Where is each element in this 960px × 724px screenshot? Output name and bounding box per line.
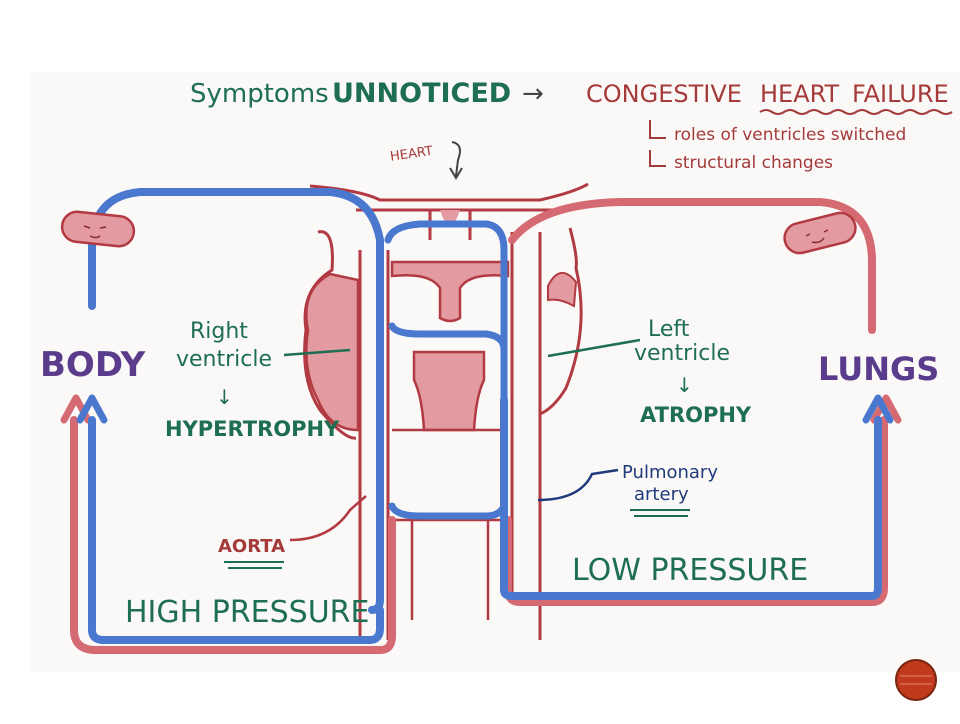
right-ventricle-arrow: ↓ — [216, 385, 233, 409]
blue-arrow-lungs — [862, 394, 894, 424]
subpoint-1: roles of ventricles switched — [674, 125, 906, 145]
right-ventricle-label-line1: Right — [190, 319, 248, 344]
subpoint-bracket-2 — [649, 150, 666, 167]
subpoint-bracket-1 — [649, 120, 666, 139]
aorta-underline — [224, 561, 284, 569]
blue-systemic-loop — [88, 416, 384, 644]
body-cell-icon — [60, 210, 136, 248]
slide-corner-badge — [895, 659, 937, 701]
left-ventricle-arrow: ↓ — [676, 373, 693, 397]
heart-pointer-arrow — [449, 141, 463, 180]
pulmonary-label-line2: artery — [634, 484, 689, 505]
heart-structure — [283, 182, 641, 640]
headline-heart: HEART — [760, 80, 840, 108]
subpoint-2: structural changes — [674, 153, 833, 173]
high-pressure-label: HIGH PRESSURE — [125, 595, 369, 630]
left-ventricle-label-line2: ventricle — [634, 341, 730, 366]
left-ventricle-label-line1: Left — [648, 317, 690, 342]
headline-failure: FAILURE — [852, 80, 949, 108]
headline-unnoticed: UNNOTICED — [332, 78, 511, 109]
lungs-cell-icon — [783, 211, 857, 255]
blue-vessel-lungs-loop — [500, 396, 882, 600]
blue-arrow-body — [76, 394, 108, 424]
pulmonary-underline — [630, 509, 690, 517]
red-systemic-return — [70, 416, 396, 654]
blue-vessel-from-body — [88, 188, 384, 614]
blue-vessel-heart-inner — [384, 220, 508, 404]
aorta-label: AORTA — [218, 536, 285, 557]
red-arrow-lungs — [870, 394, 902, 424]
low-pressure-label: LOW PRESSURE — [572, 553, 808, 588]
headline-lead: Symptoms — [190, 79, 329, 109]
hypertrophy-label: HYPERTROPHY — [165, 417, 340, 441]
lungs-label: LUNGS — [818, 350, 939, 388]
pulmonary-label-line1: Pulmonary — [622, 462, 718, 483]
atrophy-label: ATROPHY — [640, 403, 752, 427]
headline-congestive: CONGESTIVE — [586, 80, 742, 108]
right-ventricle-label-line2: ventricle — [176, 347, 272, 372]
diagram-background — [30, 72, 960, 672]
body-label: BODY — [40, 345, 146, 385]
heart-failure-underline — [759, 109, 953, 115]
red-vessel-to-lungs — [508, 198, 876, 334]
heart-label: HEART — [389, 144, 434, 165]
headline-arrow: → — [522, 79, 544, 109]
